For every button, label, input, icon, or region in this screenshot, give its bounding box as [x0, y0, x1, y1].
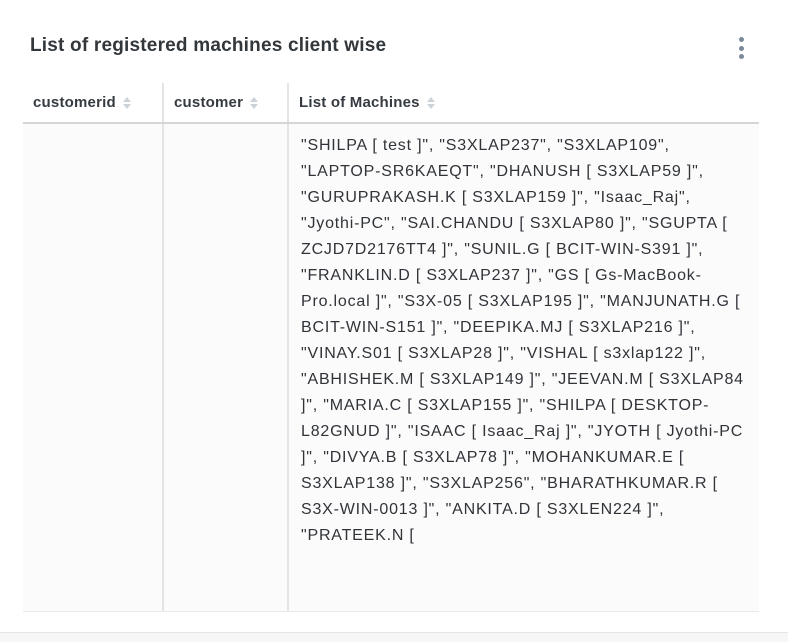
- column-header-label: customerid: [33, 94, 116, 111]
- cell-machines: "SHILPA [ test ]", "S3XLAP237", "S3XLAP1…: [287, 124, 759, 611]
- kebab-dot: [738, 37, 744, 43]
- card-header: List of registered machines client wise: [30, 33, 758, 63]
- machines-table: customerid customer List of Machines "SH…: [23, 83, 759, 612]
- sort-icon: [250, 96, 259, 109]
- column-header-label: List of Machines: [299, 94, 420, 111]
- column-header-customer[interactable]: customer: [162, 83, 287, 122]
- kebab-dot: [738, 53, 744, 59]
- table-row: "SHILPA [ test ]", "S3XLAP237", "S3XLAP1…: [23, 124, 759, 611]
- cell-customerid: [23, 124, 162, 611]
- cell-customer: [162, 124, 287, 611]
- kebab-dot: [738, 45, 744, 51]
- sort-icon: [426, 96, 435, 109]
- column-header-customerid[interactable]: customerid: [23, 83, 162, 122]
- table-header-row: customerid customer List of Machines: [23, 83, 759, 124]
- table-body: "SHILPA [ test ]", "S3XLAP237", "S3XLAP1…: [23, 124, 759, 612]
- kebab-menu-icon[interactable]: [732, 35, 750, 61]
- card-title: List of registered machines client wise: [30, 35, 387, 56]
- column-header-list-of-machines[interactable]: List of Machines: [287, 83, 759, 122]
- column-header-label: customer: [174, 94, 244, 111]
- sort-icon: [122, 96, 131, 109]
- footer-strip: [0, 632, 788, 642]
